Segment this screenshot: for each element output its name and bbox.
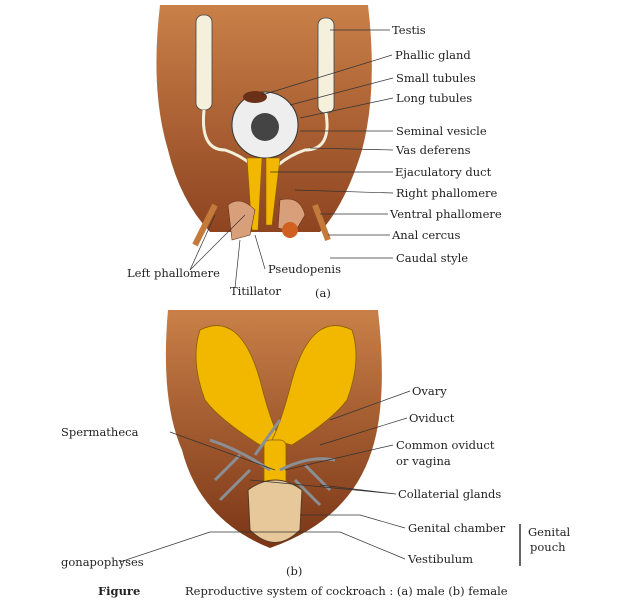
label-spermatheca: Spermatheca (61, 425, 139, 439)
collaterial-glands (209, 419, 336, 507)
label-ovary: Ovary (412, 384, 447, 398)
label-seminal-vesicle: Seminal vesicle (396, 124, 487, 138)
figure-caption: Reproductive system of cockroach : (a) m… (185, 584, 508, 598)
label-genital-chamber: Genital chamber (408, 521, 506, 535)
panel-label-b: (b) (286, 564, 303, 578)
label-oviduct: Oviduct (409, 411, 455, 425)
cercus-left (192, 203, 218, 247)
label-collaterial-glands: Collaterial glands (398, 487, 502, 501)
label-vagina: or vagina (396, 454, 451, 468)
vas-deferens-left (201, 109, 253, 167)
label-anal-cercus: Anal cercus (392, 228, 461, 242)
cercus-right (312, 203, 331, 242)
label-caudal-style: Caudal style (396, 251, 469, 265)
label-ventral-phallomere: Ventral phallomere (390, 207, 502, 221)
label-ejaculatory-duct: Ejaculatory duct (395, 165, 492, 179)
figure-label: Figure (98, 584, 141, 598)
label-vas-deferens: Vas deferens (396, 143, 471, 157)
label-long-tubules: Long tubules (396, 91, 473, 105)
label-gonapophyses: gonapophyses (61, 555, 144, 569)
panel-label-a: (a) (315, 286, 331, 300)
testis-left (195, 14, 213, 111)
genital-pouch (247, 479, 303, 543)
testis-right (317, 17, 335, 114)
label-right-phallomere: Right phallomere (396, 186, 498, 200)
label-common-oviduct: Common oviduct (396, 438, 495, 452)
label-phallic-gland: Phallic gland (395, 48, 471, 62)
phallic-gland (243, 91, 267, 103)
leader-lines (119, 29, 521, 566)
label-testis: Testis (392, 23, 426, 37)
label-titillator: Titillator (230, 284, 281, 298)
label-pseudopenis: Pseudopenis (268, 262, 341, 276)
label-pouch: pouch (530, 540, 566, 554)
label-vestibulum: Vestibulum (408, 552, 474, 566)
label-small-tubules: Small tubules (396, 71, 476, 85)
label-genital: Genital (528, 525, 571, 539)
label-left-phallomere: Left phallomere (127, 266, 220, 280)
